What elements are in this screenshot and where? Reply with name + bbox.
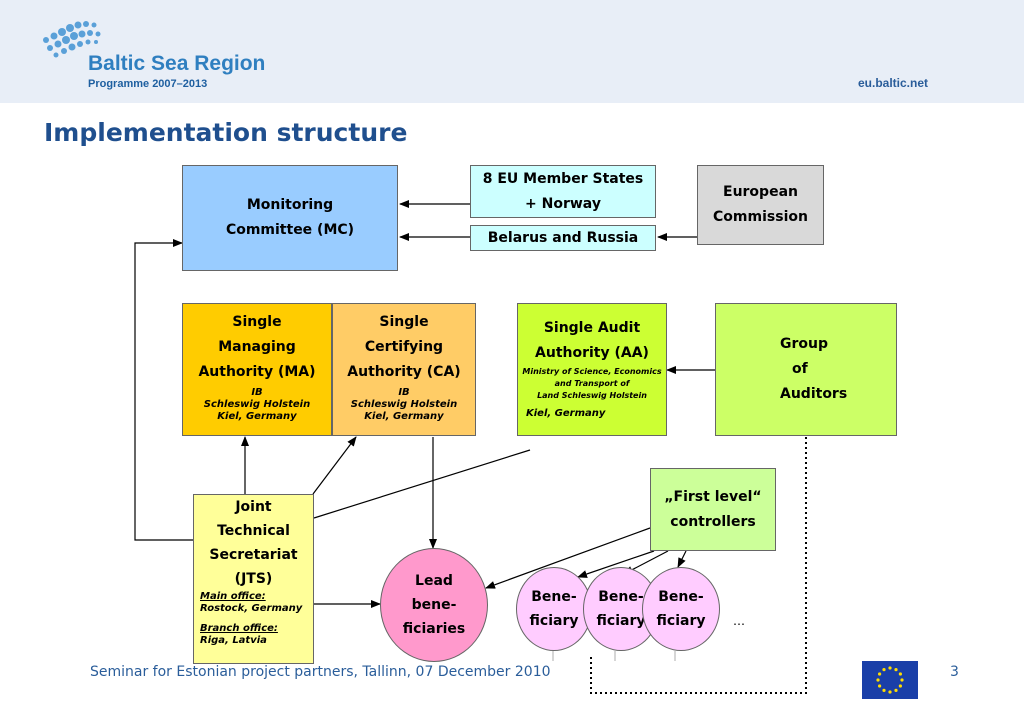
- audit-authority-box: Single Audit Authority (AA) Ministry of …: [517, 303, 667, 436]
- jts-line-1: Joint: [235, 499, 272, 515]
- arrow-jts-to-aa: [313, 449, 531, 519]
- arrow-flc-to-bene1: [577, 550, 655, 578]
- group-of-auditors-box: Group of Auditors: [715, 303, 897, 436]
- bene2-line-2: ficiary: [596, 613, 646, 629]
- first-level-controllers-box: „First level“ controllers: [650, 468, 776, 551]
- ma-sub-2: Schleswig Holstein: [203, 399, 311, 410]
- ga-line-1: Group: [780, 336, 829, 352]
- dot-wave-icon: [43, 21, 101, 58]
- lead-line-3: ficiaries: [402, 621, 466, 637]
- arrow-jts-to-ca: [312, 436, 357, 495]
- ca-line-2: Certifying: [364, 339, 444, 355]
- jts-branch-office-label: Branch office:: [200, 623, 278, 634]
- aa-line-2: Authority (AA): [535, 345, 649, 361]
- jts-box: Joint Technical Secretariat (JTS) Main o…: [193, 494, 314, 664]
- ma-sub-3: Kiel, Germany: [217, 411, 297, 422]
- ga-line-3: Auditors: [780, 386, 848, 402]
- lead-line-1: Lead: [415, 573, 453, 589]
- beneficiary-ellipse-1: Bene- ficiary: [516, 567, 592, 651]
- managing-authority-box: Single Managing Authority (MA) IB Schles…: [182, 303, 332, 436]
- header-band: Baltic Sea Region Programme 2007–2013 eu…: [0, 0, 1024, 103]
- jts-line-3: Secretariat: [209, 547, 298, 563]
- bene2-line-1: Bene-: [598, 589, 644, 605]
- br-line-1: Belarus and Russia: [487, 229, 639, 246]
- dotted-auditors-link: [590, 437, 807, 694]
- arrow-flc-to-lead: [485, 527, 651, 589]
- ca-sub-3: Kiel, Germany: [364, 411, 444, 422]
- monitoring-committee-box: Monitoring Committee (MC): [182, 165, 398, 271]
- flc-line-1: „First level“: [664, 488, 762, 505]
- ca-sub-1: IB: [398, 387, 410, 398]
- ma-line-1: Single: [232, 314, 282, 330]
- european-commission-box: European Commission: [697, 165, 824, 245]
- logo-subtitle: Programme 2007–2013: [88, 78, 208, 90]
- more-beneficiaries-ellipsis: …: [733, 614, 745, 628]
- footer-text: Seminar for Estonian project partners, T…: [90, 664, 551, 680]
- bene3-line-1: Bene-: [658, 589, 704, 605]
- bene1-line-2: ficiary: [529, 613, 579, 629]
- ma-line-2: Managing: [218, 339, 296, 355]
- lead-beneficiaries-ellipse: Lead bene- ficiaries: [380, 548, 488, 662]
- certifying-authority-box: Single Certifying Authority (CA) IB Schl…: [332, 303, 476, 436]
- arrow-flc-to-bene3: [677, 550, 687, 568]
- belarus-russia-box: Belarus and Russia: [470, 225, 656, 251]
- jts-line-2: Technical: [217, 523, 290, 539]
- flc-line-2: controllers: [670, 513, 756, 530]
- ga-line-2: of: [792, 361, 808, 377]
- arrow-jts-to-mc: [134, 239, 193, 541]
- bene3-line-2: ficiary: [656, 613, 706, 629]
- jts-main-office-label: Main office:: [200, 591, 266, 602]
- ma-sub-1: IB: [251, 387, 263, 398]
- ca-line-1: Single: [379, 314, 429, 330]
- site-url[interactable]: eu.baltic.net: [857, 76, 928, 90]
- ma-line-3: Authority (MA): [198, 364, 316, 380]
- jts-line-4: (JTS): [234, 571, 273, 587]
- beneficiary-ellipse-3: Bene- ficiary: [642, 567, 720, 651]
- bene1-line-1: Bene-: [531, 589, 577, 605]
- mc-line-2: Committee (MC): [225, 222, 355, 238]
- lead-line-2: bene-: [411, 597, 457, 613]
- logo-title: Baltic Sea Region: [88, 52, 266, 75]
- aa-line-1: Single Audit: [543, 320, 641, 336]
- member-states-box: 8 EU Member States + Norway: [470, 165, 656, 218]
- aa-sub-3: Land Schleswig Holstein: [537, 391, 647, 400]
- aa-sub-city: Kiel, Germany: [526, 408, 606, 419]
- ms-line-1: 8 EU Member States: [482, 170, 644, 187]
- jts-branch-office: Riga, Latvia: [200, 635, 267, 646]
- mc-line-1: Monitoring: [246, 197, 334, 213]
- ca-line-3: Authority (CA): [347, 364, 461, 380]
- ms-line-2: + Norway: [525, 195, 601, 212]
- eu-flag-icon: [862, 661, 918, 699]
- page-number: 3: [950, 664, 959, 680]
- aa-sub-1: Ministry of Science, Economics: [522, 367, 662, 376]
- ec-line-2: Commission: [713, 209, 808, 225]
- ec-line-1: European: [723, 184, 798, 200]
- ca-sub-2: Schleswig Holstein: [350, 399, 458, 410]
- jts-main-office: Rostock, Germany: [200, 603, 303, 614]
- page-title: Implementation structure: [44, 118, 408, 147]
- aa-sub-2: and Transport of: [554, 379, 630, 388]
